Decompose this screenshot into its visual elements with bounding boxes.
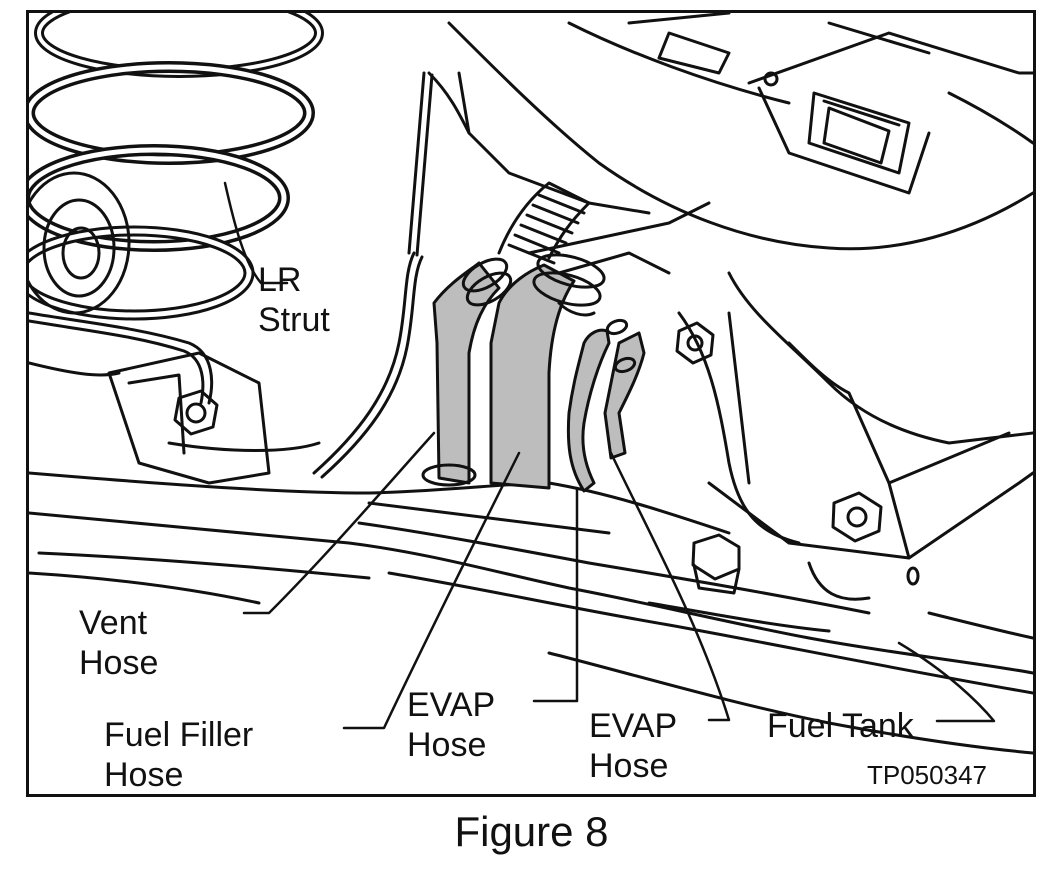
- brake-tubes: [29, 71, 434, 479]
- fuel-tank-shape: [29, 471, 1033, 755]
- subframe: [675, 271, 1033, 601]
- evap-hose-1-shape: [566, 328, 611, 493]
- fuel-filler-hose-leader: [342, 451, 521, 730]
- fuel-filler-hose-label: Fuel Filler Hose: [104, 715, 254, 794]
- evap-hose-2-label-line2: Hose: [589, 747, 669, 785]
- evap-hose-2-label-line1: EVAP: [589, 707, 678, 745]
- evap-hose-1-label-line1: EVAP: [407, 686, 496, 724]
- bracket-left: [29, 351, 271, 485]
- evap-hose-1-label-line2: Hose: [407, 726, 487, 764]
- leader-lines: [223, 181, 996, 730]
- fuel-filler-hose-label-line1: Fuel Filler: [104, 716, 254, 754]
- evap-hose-1-label: EVAP Hose: [407, 685, 495, 765]
- vent-hose-label: Vent Hose: [79, 603, 158, 683]
- figure-frame: LR Strut Vent Hose Fuel Filler Hose EVAP…: [26, 10, 1036, 797]
- fuel-filler-hose-label-line2: Hose: [104, 756, 184, 794]
- figure-caption: Figure 8: [454, 808, 609, 855]
- image-code: TP050347: [867, 760, 987, 790]
- vent-hose-shape: [432, 261, 501, 485]
- lr-strut-label-line1: LR: [258, 261, 302, 299]
- body-panels: [427, 13, 1033, 251]
- line-drawing: [29, 13, 1033, 755]
- coil-spring: [29, 13, 324, 321]
- fuel-tank-label-line1: Fuel Tank: [767, 707, 914, 745]
- hose-clamps: [421, 253, 637, 487]
- fuel-tank-leader: [897, 641, 996, 723]
- evap-hose-2-leader: [609, 451, 731, 722]
- lr-strut-label: LR Strut: [258, 260, 330, 340]
- strut-mount: [29, 171, 131, 315]
- vent-hose-leader: [242, 431, 436, 615]
- evap-hose-2-shape: [603, 331, 646, 460]
- fuel-filler-hose-shape: [489, 263, 576, 490]
- filler-neck: [497, 181, 711, 275]
- fuel-tank-label: Fuel Tank: [767, 706, 914, 746]
- vent-hose-label-line2: Hose: [79, 644, 159, 682]
- evap-hose-2-label: EVAP Hose: [589, 706, 677, 786]
- lr-strut-label-line2: Strut: [258, 301, 330, 339]
- vent-hose-label-line1: Vent: [79, 604, 148, 642]
- lr-strut-leader: [223, 181, 289, 285]
- evap-hose-1-leader: [532, 486, 579, 703]
